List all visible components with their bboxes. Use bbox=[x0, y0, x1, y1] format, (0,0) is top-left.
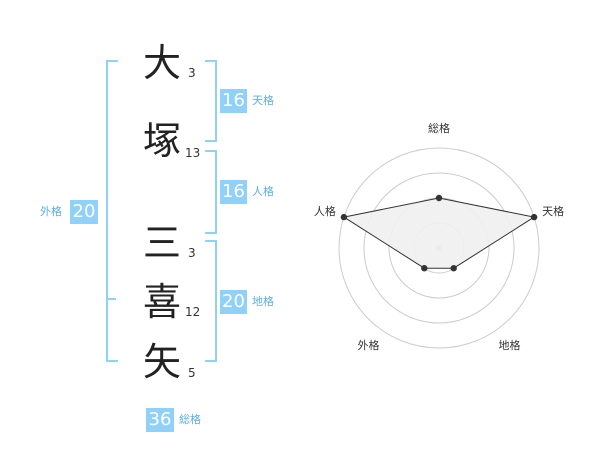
gaikaku-bracket-mid bbox=[106, 298, 116, 300]
chikaku-label: 地格 bbox=[252, 295, 274, 308]
radar-axis-label-0: 総格 bbox=[428, 121, 450, 135]
name-char-1: 大 bbox=[143, 41, 182, 85]
stroke-count-1: 3 bbox=[188, 66, 196, 80]
soukaku-badge: 36 bbox=[146, 408, 174, 432]
radar-axis-label-4: 人格 bbox=[314, 204, 336, 218]
soukaku-label: 総格 bbox=[179, 413, 201, 426]
name-char-2: 塚 bbox=[143, 119, 182, 163]
name-char-4: 喜 bbox=[143, 280, 182, 324]
radar-point-0 bbox=[435, 194, 443, 202]
tenkaku-bracket bbox=[205, 60, 217, 142]
radar-axis-label-3: 外格 bbox=[357, 338, 379, 352]
name-char-3: 三 bbox=[143, 221, 182, 265]
stroke-count-5: 5 bbox=[188, 366, 196, 380]
gaikaku-badge: 20 bbox=[70, 200, 98, 224]
gaikaku-bracket bbox=[106, 60, 118, 362]
stroke-count-4: 12 bbox=[185, 305, 201, 319]
radar-point-1 bbox=[530, 213, 538, 221]
radar-point-3 bbox=[421, 265, 428, 272]
jinkaku-badge: 16 bbox=[220, 180, 247, 204]
radar-ring-3 bbox=[363, 172, 515, 324]
chikaku-badge: 20 bbox=[220, 290, 247, 314]
radar-shape bbox=[340, 194, 538, 272]
tenkaku-label: 天格 bbox=[252, 94, 274, 107]
jinkaku-bracket bbox=[205, 150, 217, 234]
radar-point-2 bbox=[450, 265, 457, 272]
tenkaku-badge: 16 bbox=[220, 89, 247, 113]
name-char-5: 矢 bbox=[143, 340, 182, 384]
stroke-count-3: 3 bbox=[188, 246, 196, 260]
radar-axis-label-2: 地格 bbox=[499, 338, 521, 352]
radar-point-4 bbox=[340, 213, 348, 221]
radar-polygon bbox=[342, 197, 536, 269]
radar-axis-label-1: 天格 bbox=[542, 204, 564, 218]
jinkaku-label: 人格 bbox=[252, 185, 274, 198]
stroke-count-2: 13 bbox=[185, 146, 201, 160]
chikaku-bracket bbox=[205, 240, 217, 362]
radar-ring-4 bbox=[338, 147, 540, 349]
gaikaku-label: 外格 bbox=[40, 205, 62, 218]
